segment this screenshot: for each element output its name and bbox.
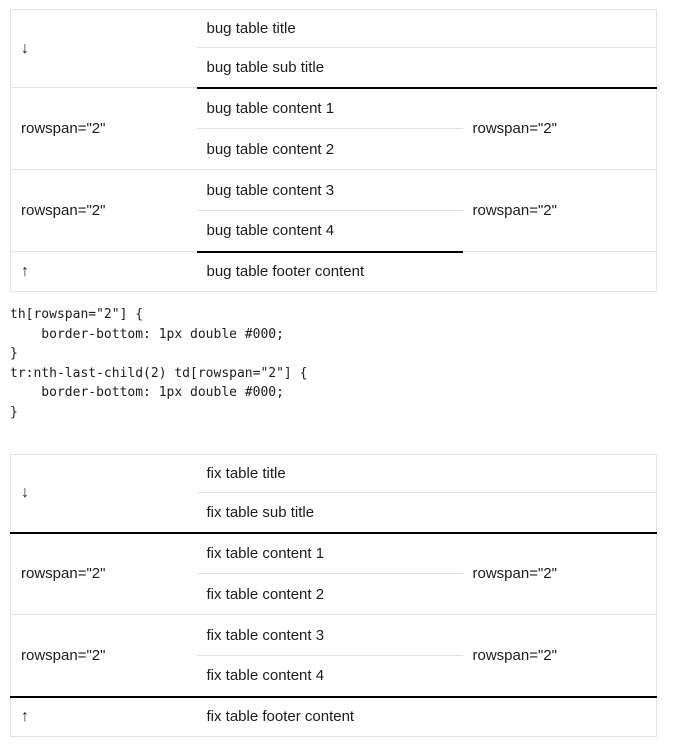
table-row: rowspan="2" bug table content 1 rowspan=… <box>10 87 657 170</box>
fix-table-footer: ↑ fix table footer content <box>11 697 657 737</box>
fix-subtitle-row: fix table sub title <box>11 492 657 534</box>
fix-table-title: fix table title <box>196 454 657 493</box>
footer-row: ↑ fix table footer content <box>11 697 657 737</box>
table-row: rowspan="2" fix table content 1 rowspan=… <box>10 532 657 615</box>
footer-row: ↑ bug table footer content <box>11 252 657 292</box>
bug-title-row: ↓ bug table title <box>10 9 657 88</box>
css-code-snippet: th[rowspan="2"] { border-bottom: 1px dou… <box>10 305 656 422</box>
bug-table-body: rowspan="2" bug table content 1 rowspan=… <box>10 87 657 253</box>
content-cell: fix table content 1 <box>196 532 463 574</box>
bug-subtitle-row: bug table sub title <box>11 47 657 89</box>
table-row: rowspan="2" fix table content 3 rowspan=… <box>10 614 657 698</box>
table-row: bug table content 2 <box>11 128 657 170</box>
table-row: bug table content 4 <box>11 210 657 253</box>
css-code-text: th[rowspan="2"] { border-bottom: 1px dou… <box>10 307 308 420</box>
rowspan-label-cell: rowspan="2" <box>10 87 197 170</box>
rowspan-label-cell: rowspan="2" <box>462 169 657 252</box>
content-cell: bug table content 4 <box>196 210 463 253</box>
fix-title-row: ↓ fix table title <box>10 454 657 534</box>
content-cell: fix table content 3 <box>196 614 463 656</box>
content-cell: bug table content 2 <box>196 128 463 170</box>
content-cell: fix table content 2 <box>196 573 463 615</box>
rowspan-label-cell: rowspan="2" <box>10 532 197 615</box>
content-cell: bug table content 1 <box>196 87 463 129</box>
table-row: fix table content 2 <box>11 573 657 615</box>
rowspan-label-cell: rowspan="2" <box>462 532 657 615</box>
content-cell: fix table content 4 <box>196 655 463 698</box>
footer-content-cell: bug table footer content <box>206 263 365 281</box>
down-arrow-icon: ↓ <box>10 9 197 88</box>
fix-table-body: rowspan="2" fix table content 1 rowspan=… <box>10 532 657 698</box>
table-row: fix table content 4 <box>11 655 657 698</box>
bug-table-footer: ↑ bug table footer content <box>11 252 657 292</box>
rowspan-label-cell: rowspan="2" <box>462 614 657 698</box>
bug-table-title: bug table title <box>196 9 657 48</box>
rowspan-label-cell: rowspan="2" <box>10 614 197 698</box>
table-row: rowspan="2" bug table content 3 rowspan=… <box>10 169 657 252</box>
rowspan-label-cell: rowspan="2" <box>10 169 197 252</box>
rowspan-label-cell: rowspan="2" <box>462 87 657 170</box>
up-arrow-icon: ↑ <box>21 262 29 280</box>
bug-table-header: ↓ bug table title bug table sub title <box>10 9 657 89</box>
fix-table-header: ↓ fix table title fix table sub title <box>10 454 657 534</box>
footer-content-cell: fix table footer content <box>206 708 355 726</box>
fix-table: ↓ fix table title fix table sub title ro… <box>10 454 657 737</box>
bug-table: ↓ bug table title bug table sub title ro… <box>10 9 658 292</box>
fix-table-subtitle: fix table sub title <box>196 492 657 534</box>
down-arrow-icon: ↓ <box>10 454 197 534</box>
up-arrow-icon: ↑ <box>21 707 29 725</box>
content-cell: bug table content 3 <box>196 169 463 211</box>
bug-table-subtitle: bug table sub title <box>196 47 657 89</box>
